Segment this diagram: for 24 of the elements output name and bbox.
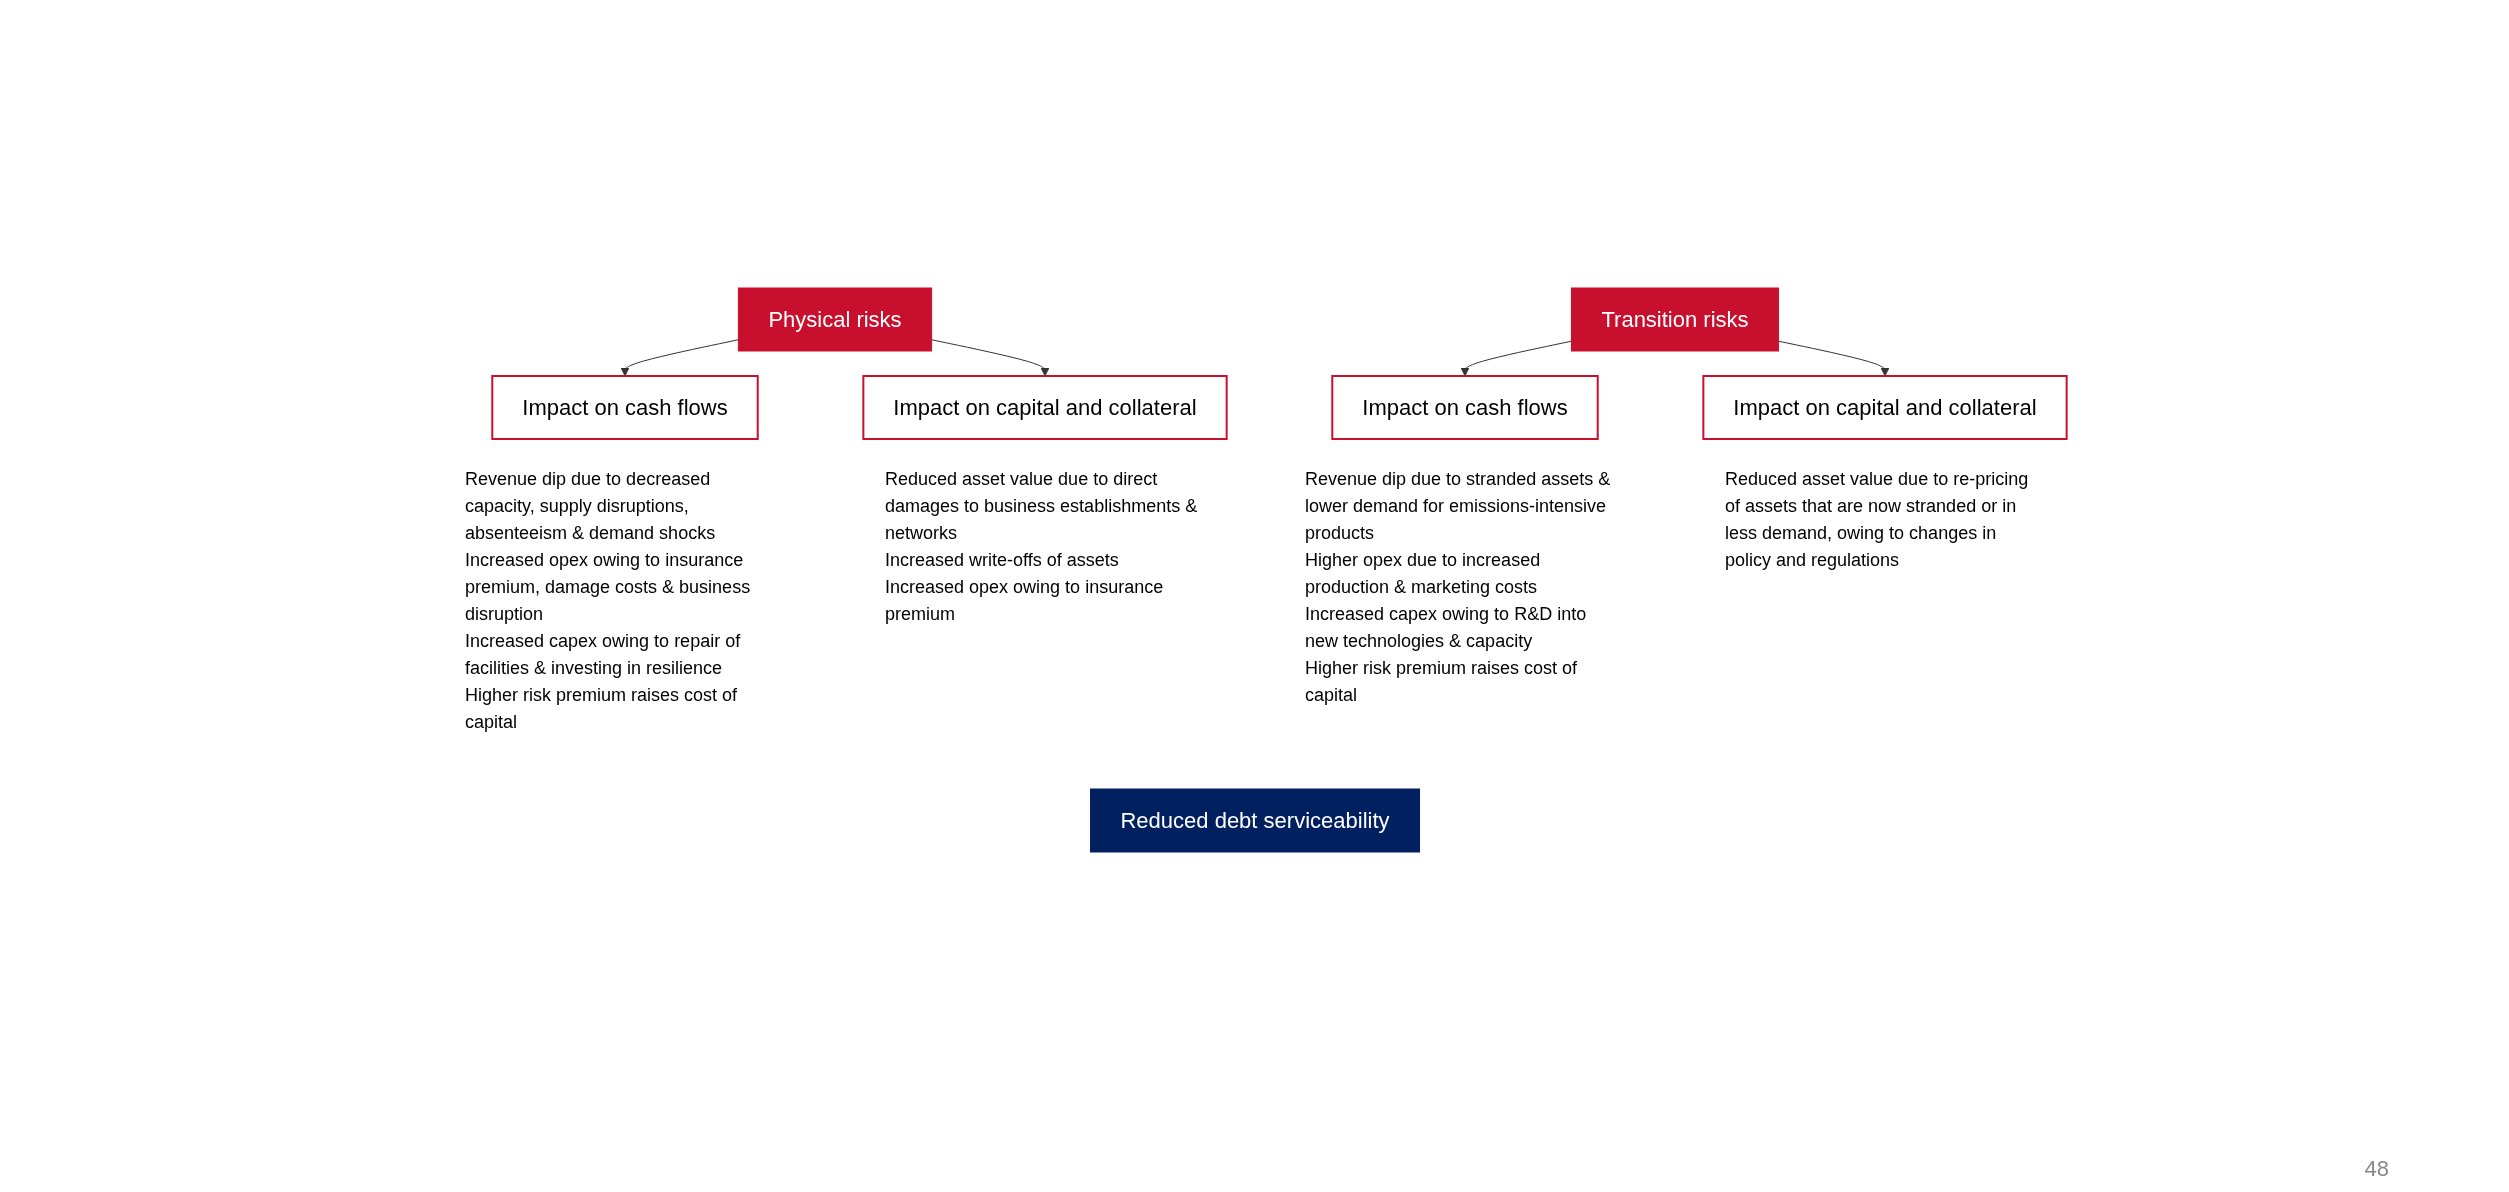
node-box: Reduced debt serviceability xyxy=(1089,788,1420,853)
arrow xyxy=(620,339,739,377)
node-box: Impact on capital and collateral xyxy=(861,375,1228,440)
node-label: Reduced asset value due to direct damages to business establishments & networks xyxy=(884,469,1197,543)
node-box: Physical risks xyxy=(737,287,932,352)
node-box: Impact on cash flows xyxy=(1330,375,1599,440)
node-box: Impact on cash flows xyxy=(490,375,759,440)
node-label: Higher risk premium raises cost of capital xyxy=(1304,658,1577,705)
node-label: Higher opex due to increased production & marketing costs xyxy=(1304,550,1540,597)
arrow xyxy=(930,339,1049,377)
node-label: Reduced asset value due to re-pricing of assets that are now stranded or in less demand, owing to changes in policy and regulations xyxy=(1724,469,2028,570)
node-label: Increased write-offs of assets xyxy=(884,550,1119,570)
page-number: 48 xyxy=(2364,1156,2389,1182)
node-label: Higher risk premium raises cost of capital xyxy=(464,685,737,732)
node-box: Transition risks xyxy=(1570,287,1779,352)
node-label: Increased capex owing to R&D into new technologies & capacity xyxy=(1304,604,1586,651)
node-label: Revenue dip due to decreased capacity, supply disruptions, absenteeism & demand shocks xyxy=(464,469,715,543)
arrow xyxy=(1777,340,1889,377)
node-label: Increased opex owing to insurance premium, damage costs & business disruption xyxy=(464,550,750,624)
node-label: Increased capex owing to repair of facilities & investing in resilience xyxy=(464,631,740,678)
arrow xyxy=(1460,340,1572,377)
node-label: Increased opex owing to insurance premium xyxy=(884,577,1163,624)
node-label: Revenue dip due to stranded assets & lower demand for emissions-intensive products xyxy=(1304,469,1610,543)
node-box: Impact on capital and collateral xyxy=(1701,375,2068,440)
